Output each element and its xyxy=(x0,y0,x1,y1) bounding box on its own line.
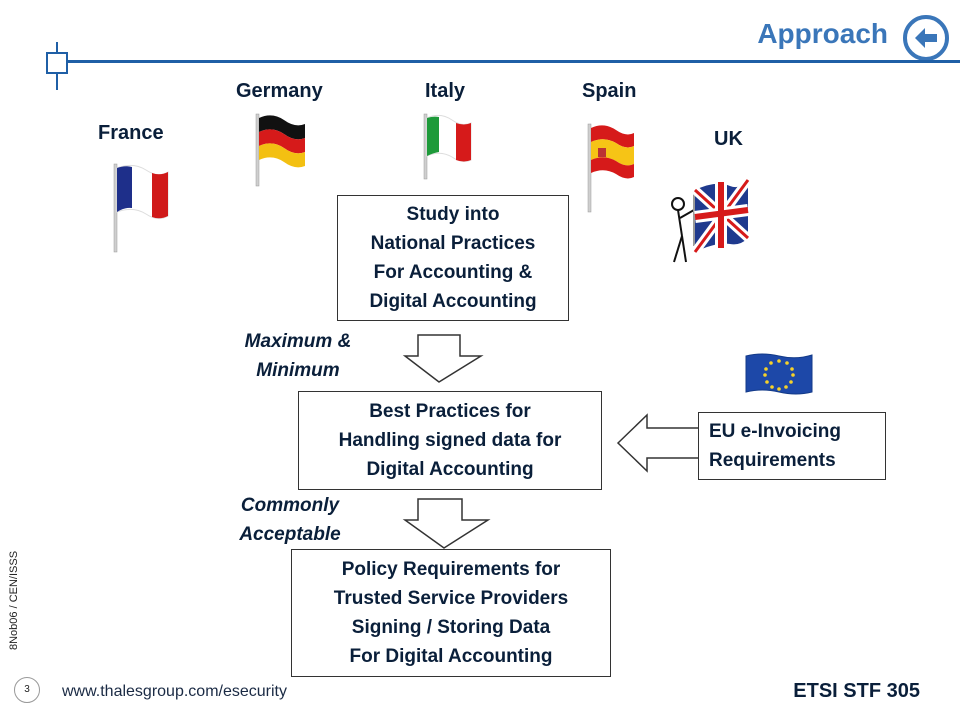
eu-flag-icon xyxy=(745,353,813,395)
study-line-4: Digital Accounting xyxy=(369,291,537,312)
footer-url-link[interactable]: www.thalesgroup.com/esecurity xyxy=(62,683,287,700)
country-label-france: France xyxy=(98,122,164,144)
back-button[interactable] xyxy=(902,14,950,62)
study-box: Study into National Practices For Accoun… xyxy=(337,195,569,321)
country-label-germany: Germany xyxy=(236,80,323,102)
vertical-footer-text: 8Nob06 / CEN/ISSS xyxy=(8,550,20,650)
down-arrow-icon-2 xyxy=(402,498,491,549)
country-label-italy: Italy xyxy=(425,80,466,102)
footer-title: ETSI STF 305 xyxy=(793,680,920,702)
best-line-1: Best Practices for xyxy=(369,401,531,422)
policy-line-3: Signing / Storing Data xyxy=(351,617,551,638)
header-corner-marker xyxy=(46,52,68,74)
eu-line-1: EU e-Invoicing xyxy=(709,421,841,442)
study-line-2: National Practices xyxy=(370,233,536,254)
maxmin-line-1: Maximum & xyxy=(244,331,352,352)
left-arrow-icon xyxy=(616,413,700,473)
country-label-uk: UK xyxy=(714,128,743,150)
maxmin-label: Maximum & Minimum xyxy=(218,327,378,385)
study-line-3: For Accounting & xyxy=(373,262,533,283)
italy-flag-icon xyxy=(423,113,472,180)
country-label-spain: Spain xyxy=(582,80,637,102)
header-rule xyxy=(56,60,960,63)
back-arrow-icon xyxy=(903,15,949,61)
best-line-2: Handling signed data for xyxy=(338,430,562,451)
policy-line-1: Policy Requirements for xyxy=(341,559,561,580)
page-number: 3 xyxy=(14,677,40,703)
uk-flag-icon xyxy=(671,177,752,263)
study-line-1: Study into xyxy=(406,204,500,225)
spain-flag-icon xyxy=(587,123,634,213)
maxmin-line-2: Minimum xyxy=(256,360,340,381)
eu-line-2: Requirements xyxy=(709,450,836,471)
down-arrow-icon xyxy=(402,334,484,383)
page-title: Approach xyxy=(757,18,888,49)
best-practices-box: Best Practices for Handling signed data … xyxy=(298,391,602,490)
policy-requirements-box: Policy Requirements for Trusted Service … xyxy=(291,549,611,677)
common-label: Commonly Acceptable xyxy=(210,491,370,549)
germany-flag-icon xyxy=(255,113,305,187)
policy-line-2: Trusted Service Providers xyxy=(333,588,569,609)
eu-requirements-box: EU e-Invoicing Requirements xyxy=(698,412,886,480)
policy-line-4: For Digital Accounting xyxy=(349,646,553,667)
common-line-2: Acceptable xyxy=(239,524,341,545)
common-line-1: Commonly xyxy=(240,495,340,516)
france-flag-icon xyxy=(113,163,169,253)
best-line-3: Digital Accounting xyxy=(366,459,534,480)
